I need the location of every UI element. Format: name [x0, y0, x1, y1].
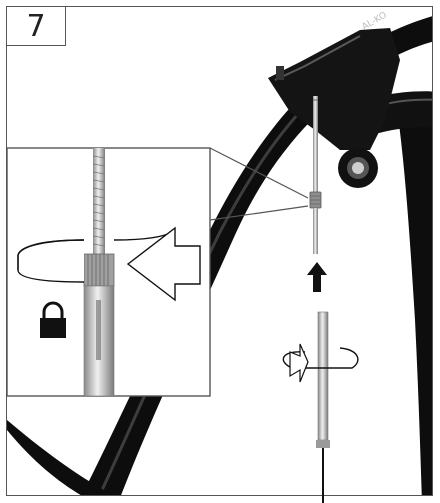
lower-rod: [316, 311, 330, 503]
zoom-detail: [6, 147, 211, 397]
up-arrow-icon: [307, 262, 327, 292]
handle-bracket: [268, 28, 400, 150]
lock-icon: [40, 301, 66, 338]
rotate-arrow-small-icon: [282, 343, 359, 383]
handle-arm-right: [395, 95, 432, 495]
step-number: 7: [6, 6, 66, 46]
left-outline-arrow-icon: [126, 226, 201, 302]
rotate-arrow-icon: [17, 229, 176, 283]
installed-rod: [309, 96, 322, 254]
